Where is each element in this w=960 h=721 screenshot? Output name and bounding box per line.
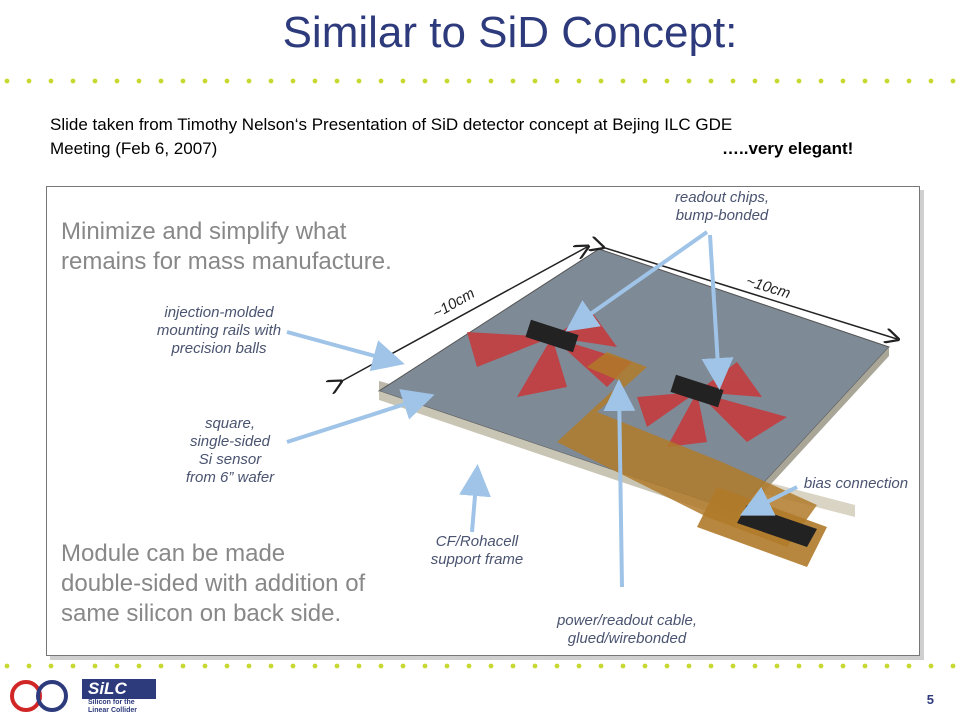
silc-logo-mark	[10, 679, 156, 712]
label-bias-connection: bias connection	[803, 475, 909, 492]
page-number: 5	[926, 692, 934, 707]
subtitle-line-2: Meeting (Feb 6, 2007)	[50, 139, 218, 158]
label-si-sensor: square, single-sided Si sensor from 6” w…	[185, 415, 275, 486]
dim-line-right	[602, 247, 897, 339]
label-mounting-rails: injection-molded mounting rails with pre…	[156, 304, 282, 357]
readout-chip-2	[670, 374, 724, 408]
slide-title: Similar to SiD Concept:	[282, 8, 738, 57]
sensor-edge-right	[737, 347, 889, 521]
label-cable: power/readout cable, glued/wirebonded	[556, 612, 698, 647]
label-readout-chips: readout chips, bump-bonded	[674, 189, 770, 224]
module-illustration	[286, 230, 919, 588]
subtitle-tail: …..very elegant!	[722, 139, 854, 158]
silc-logo: SiLC Silicon for the Linear Collider	[8, 676, 158, 716]
label-support-frame: CF/Rohacell support frame	[430, 533, 524, 568]
dotted-divider-bottom	[4, 663, 956, 669]
slide-subtitle: Slide taken from Timothy Nelson‘s Presen…	[50, 113, 930, 161]
detector-module-figure: Minimize and simplify what remains for m…	[46, 186, 920, 656]
hint-top: Minimize and simplify what remains for m…	[61, 218, 392, 275]
callout-arrows	[286, 230, 798, 588]
logo-tagline-2: Linear Collider	[88, 707, 138, 714]
subtitle-line-1: Slide taken from Timothy Nelson‘s Presen…	[50, 115, 733, 134]
sensor-edge	[379, 391, 737, 521]
dotted-divider-top	[4, 78, 956, 84]
logo-name: SiLC	[88, 679, 127, 698]
logo-tagline-1: Silicon for the	[88, 699, 135, 706]
hint-bottom: Module can be made double-sided with add…	[61, 540, 366, 627]
